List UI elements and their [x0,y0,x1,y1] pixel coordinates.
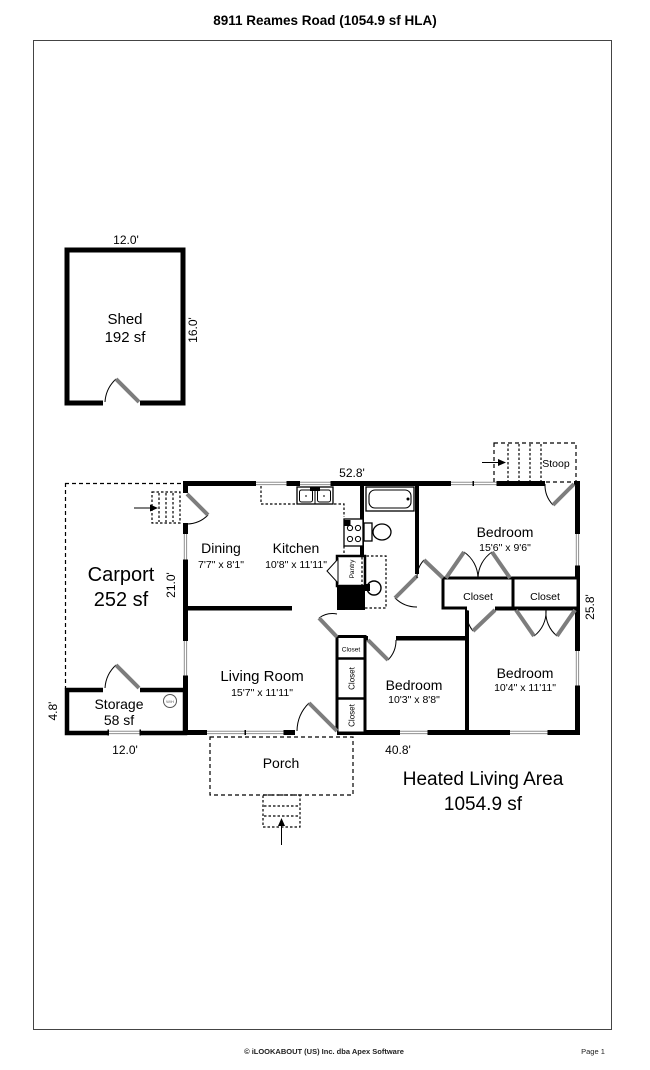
window [575,532,580,567]
kitchen-dims: 10'8" x 11'11" [265,559,327,571]
bathroom-fixtures [361,486,415,609]
window [298,481,332,486]
page-border [33,40,612,1030]
storage-dim-height: 4.8' [46,702,60,721]
shed-area: 192 sf [105,329,147,346]
windows [183,481,580,735]
stoop-arrow [498,459,506,466]
dim-left: 21.0' [164,572,178,598]
shed-label: Shed [107,311,142,328]
window [398,730,429,735]
footer-copyright: © iLOOKABOUT (US) Inc. dba Apex Software [244,1047,404,1056]
dim-top: 52.8' [339,466,365,480]
bathtub-icon [365,486,415,512]
stove-icon [343,518,364,547]
porch: Porch [209,736,354,845]
closet-stack-door-arc [318,613,338,619]
window [183,639,188,677]
storage-door-leaf [114,663,141,690]
window [254,481,288,486]
shed-dim-height: 16.0' [186,317,200,343]
window [575,649,580,687]
closet-stack-door-leaf [317,616,339,639]
pantry-door [326,557,339,585]
shed: Shed 192 sf 12.0' 16.0' [64,233,200,407]
storage-area: 58 sf [104,712,134,728]
hla-summary: Heated Living Area 1054.9 sf [403,769,564,815]
counter-outline [334,503,345,517]
storage-window [107,729,141,736]
closet-mid-label: Closet [348,666,357,689]
dining-dims: 7'7" x 8'1" [198,559,244,571]
window [449,481,498,486]
closet-small-label: Closet [342,647,361,654]
closet-b-walls [511,576,580,610]
window [205,730,285,735]
closet-a: Closet [441,550,515,610]
hla-value: 1054.9 sf [444,794,523,815]
carport: Carport 252 sf [64,482,183,689]
stoop-outline [493,442,577,483]
shed-door-leaf [114,377,141,404]
shed-dim-width: 12.0' [113,233,139,247]
closet-a-label: Closet [463,591,493,603]
storage-room: Storage 58 sf W/H 4.8' 12.0' [46,663,188,757]
storage-door-opening [103,686,140,694]
storage-door-arc [104,664,117,689]
carport-label: Carport [88,564,155,586]
vanity-sink-icon [361,555,387,609]
bedroom-mid-label: Bedroom [386,677,443,693]
closet-b-label: Closet [530,591,560,603]
shed-door-opening [103,399,140,407]
bedroom-top-label: Bedroom [477,524,534,540]
living-room-label: Living Room [220,668,303,685]
window [183,532,188,561]
kitchen-fixtures [260,486,364,556]
water-heater-icon [163,694,177,708]
porch-arrow [278,818,285,826]
carport-steps-arrow [150,504,158,512]
living-room-dims: 15'7" x 11'11" [231,687,293,699]
carport-steps-outline [151,491,181,524]
pantry-walls [335,554,367,588]
carport-steps [134,491,181,524]
dim-right: 25.8' [583,594,597,620]
pantry-label: Pantry [349,559,356,579]
closet-stack: Closet Closet Closet [317,613,367,735]
pantry: Pantry [326,554,367,588]
water-heater-label: W/H [166,699,174,704]
stoop: Stoop [482,442,577,483]
closet-bottom-label: Closet [348,703,357,726]
room-labels: Dining 7'7" x 8'1" Kitchen 10'8" x 11'11… [198,524,556,706]
kitchen-label: Kitchen [273,540,320,556]
bedroom-top-dims: 15'6" x 9'6" [479,542,531,554]
carport-area: 252 sf [94,589,149,611]
toilet-icon [363,522,392,542]
dining-label: Dining [201,540,241,556]
storage-dim-width: 12.0' [112,743,138,757]
bedroom-mid-dims: 10'3" x 8'8" [388,694,440,706]
closet-stack-walls [335,635,367,735]
porch-outline [209,736,354,796]
stoop-label: Stoop [542,458,570,470]
window [508,730,549,735]
closet-b: Closet [511,576,580,638]
counter-outline [260,486,296,505]
hla-label: Heated Living Area [403,769,564,790]
porch-label: Porch [263,755,300,771]
bedroom-right-dims: 10'4" x 11'11" [494,682,556,694]
house-dimensions: 52.8' 25.8' 40.8' 21.0' [164,466,597,757]
dim-bottom: 40.8' [385,743,411,757]
page-title: 8911 Reames Road (1054.9 sf HLA) [213,13,437,28]
kitchen-sink-icon [296,486,334,505]
storage-label: Storage [94,696,143,712]
doors [183,481,576,735]
bedroom-right-label: Bedroom [497,665,554,681]
footer-page-number: Page 1 [581,1047,605,1056]
